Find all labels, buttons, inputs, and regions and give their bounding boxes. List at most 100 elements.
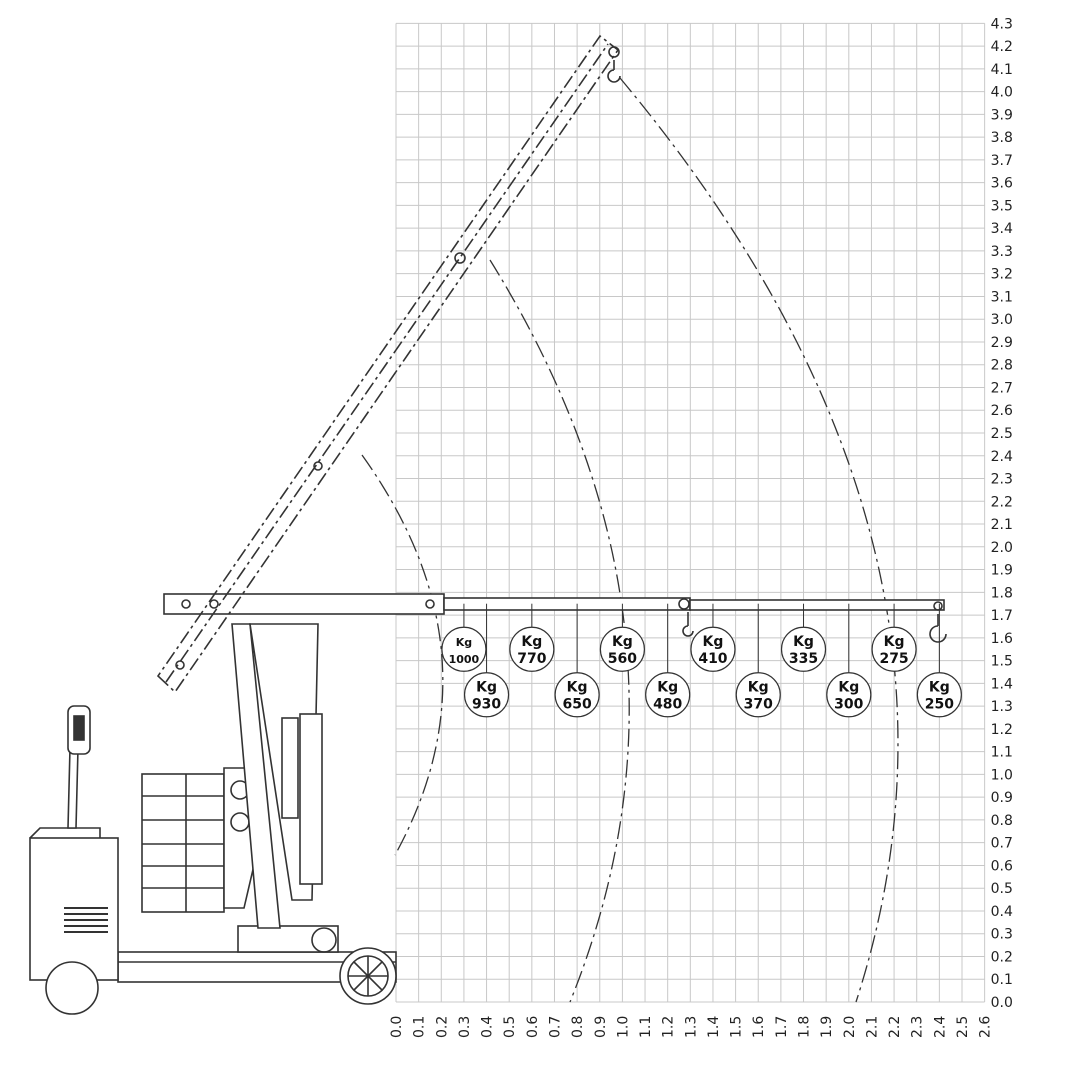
boom-extension-2 (689, 599, 945, 611)
y-tick-label: 3.4 (991, 221, 1013, 237)
boom-pin (313, 461, 323, 471)
label-value: 930 (472, 697, 501, 713)
y-tick-label: 4.0 (991, 85, 1013, 101)
label-value: 410 (698, 651, 727, 667)
cylinder-rod (281, 717, 299, 819)
label-circle (463, 672, 510, 718)
label-unit: Kg (657, 680, 678, 696)
label-unit: Kg (567, 680, 588, 696)
y-tick-label: 1.8 (991, 585, 1013, 601)
tiller-shaft (67, 747, 79, 829)
label-value: 370 (744, 697, 773, 713)
y-tick-label: 1.6 (991, 631, 1013, 647)
drive-unit (237, 925, 339, 953)
y-tick-label: 3.2 (991, 267, 1013, 283)
x-tick-label: 0.6 (525, 1016, 541, 1038)
y-tick-label: 0.7 (991, 836, 1013, 852)
x-tick-label: 1.1 (638, 1016, 654, 1038)
y-tick-label: 3.0 (991, 312, 1013, 328)
tiller-grip (73, 715, 85, 741)
y-tick-label: 0.1 (991, 972, 1013, 988)
x-tick-label: 1.5 (729, 1016, 745, 1038)
y-tick-label: 2.4 (991, 449, 1013, 465)
label-value: 275 (879, 651, 908, 667)
label-circle (871, 626, 917, 672)
x-tick-label: 2.4 (932, 1016, 948, 1038)
x-tick-label: 1.0 (615, 1016, 631, 1038)
label-value: 560 (608, 651, 637, 667)
x-tick-label: 2.5 (955, 1016, 971, 1038)
y-tick-label: 0.0 (991, 995, 1013, 1011)
y-tick-label: 0.6 (991, 858, 1013, 874)
label-circle (735, 672, 781, 718)
mast (231, 623, 281, 929)
label-value: 770 (517, 651, 546, 667)
y-tick-label: 1.5 (991, 654, 1013, 670)
label-circle (599, 626, 646, 672)
label-circle (441, 626, 487, 672)
x-tick-label: 0.8 (570, 1016, 586, 1038)
boom-pin (454, 252, 466, 264)
label-value: 335 (789, 651, 818, 667)
label-value: 650 (563, 697, 592, 713)
y-tick-label: 4.2 (991, 39, 1013, 55)
x-tick-label: 2.6 (978, 1016, 994, 1038)
grid (395, 22, 986, 1003)
y-tick-label: 1.9 (991, 563, 1013, 579)
y-tick-label: 2.6 (991, 403, 1013, 419)
x-tick-label: 0.9 (593, 1016, 609, 1038)
boom-pin (425, 599, 435, 609)
label-unit: Kg (456, 636, 472, 649)
boom-raised-centerline (165, 43, 609, 683)
label-unit: Kg (929, 680, 950, 696)
hydraulic-cylinder (299, 713, 323, 885)
axis-ticks: 0.00.10.20.30.40.50.60.70.80.91.01.11.21… (389, 16, 1013, 1038)
x-tick-label: 1.6 (751, 1016, 767, 1038)
y-tick-label: 2.8 (991, 358, 1013, 374)
y-tick-label: 1.1 (991, 745, 1013, 761)
boom-pin (209, 599, 219, 609)
x-tick-label: 0.1 (412, 1016, 428, 1038)
y-tick-label: 1.3 (991, 699, 1013, 715)
y-tick-label: 0.4 (991, 904, 1013, 920)
label-circle (645, 672, 691, 718)
x-tick-label: 2.1 (864, 1016, 880, 1038)
label-circle (554, 672, 600, 718)
y-tick-label: 1.2 (991, 722, 1013, 738)
x-tick-label: 0.3 (457, 1016, 473, 1038)
x-tick-label: 2.3 (910, 1016, 926, 1038)
crane-illustration (29, 34, 947, 1015)
y-tick-label: 2.9 (991, 335, 1013, 351)
label-circle (690, 626, 736, 672)
load-capacity-labels: Kg1000Kg930Kg770Kg650Kg560Kg480Kg410Kg37… (441, 603, 962, 718)
rear-wheel (45, 961, 99, 1015)
x-tick-label: 1.9 (819, 1016, 835, 1038)
label-circle (826, 672, 872, 718)
y-tick-label: 0.9 (991, 790, 1013, 806)
x-tick-label: 1.4 (706, 1016, 722, 1038)
y-tick-label: 4.1 (991, 62, 1013, 78)
reach-arc (489, 259, 630, 1003)
label-unit: Kg (521, 634, 542, 650)
y-tick-label: 2.0 (991, 540, 1013, 556)
y-tick-label: 2.1 (991, 517, 1013, 533)
y-tick-label: 2.5 (991, 426, 1013, 442)
x-tick-label: 0.5 (502, 1016, 518, 1038)
boom-pin (933, 601, 943, 611)
label-unit: Kg (838, 680, 859, 696)
y-tick-label: 3.3 (991, 244, 1013, 260)
x-tick-label: 0.0 (389, 1016, 405, 1038)
label-circle (509, 626, 555, 672)
x-tick-label: 1.2 (661, 1016, 677, 1038)
label-unit: Kg (476, 680, 497, 696)
control-top (29, 827, 101, 839)
y-tick-label: 0.8 (991, 813, 1013, 829)
boom-pin (175, 660, 185, 670)
